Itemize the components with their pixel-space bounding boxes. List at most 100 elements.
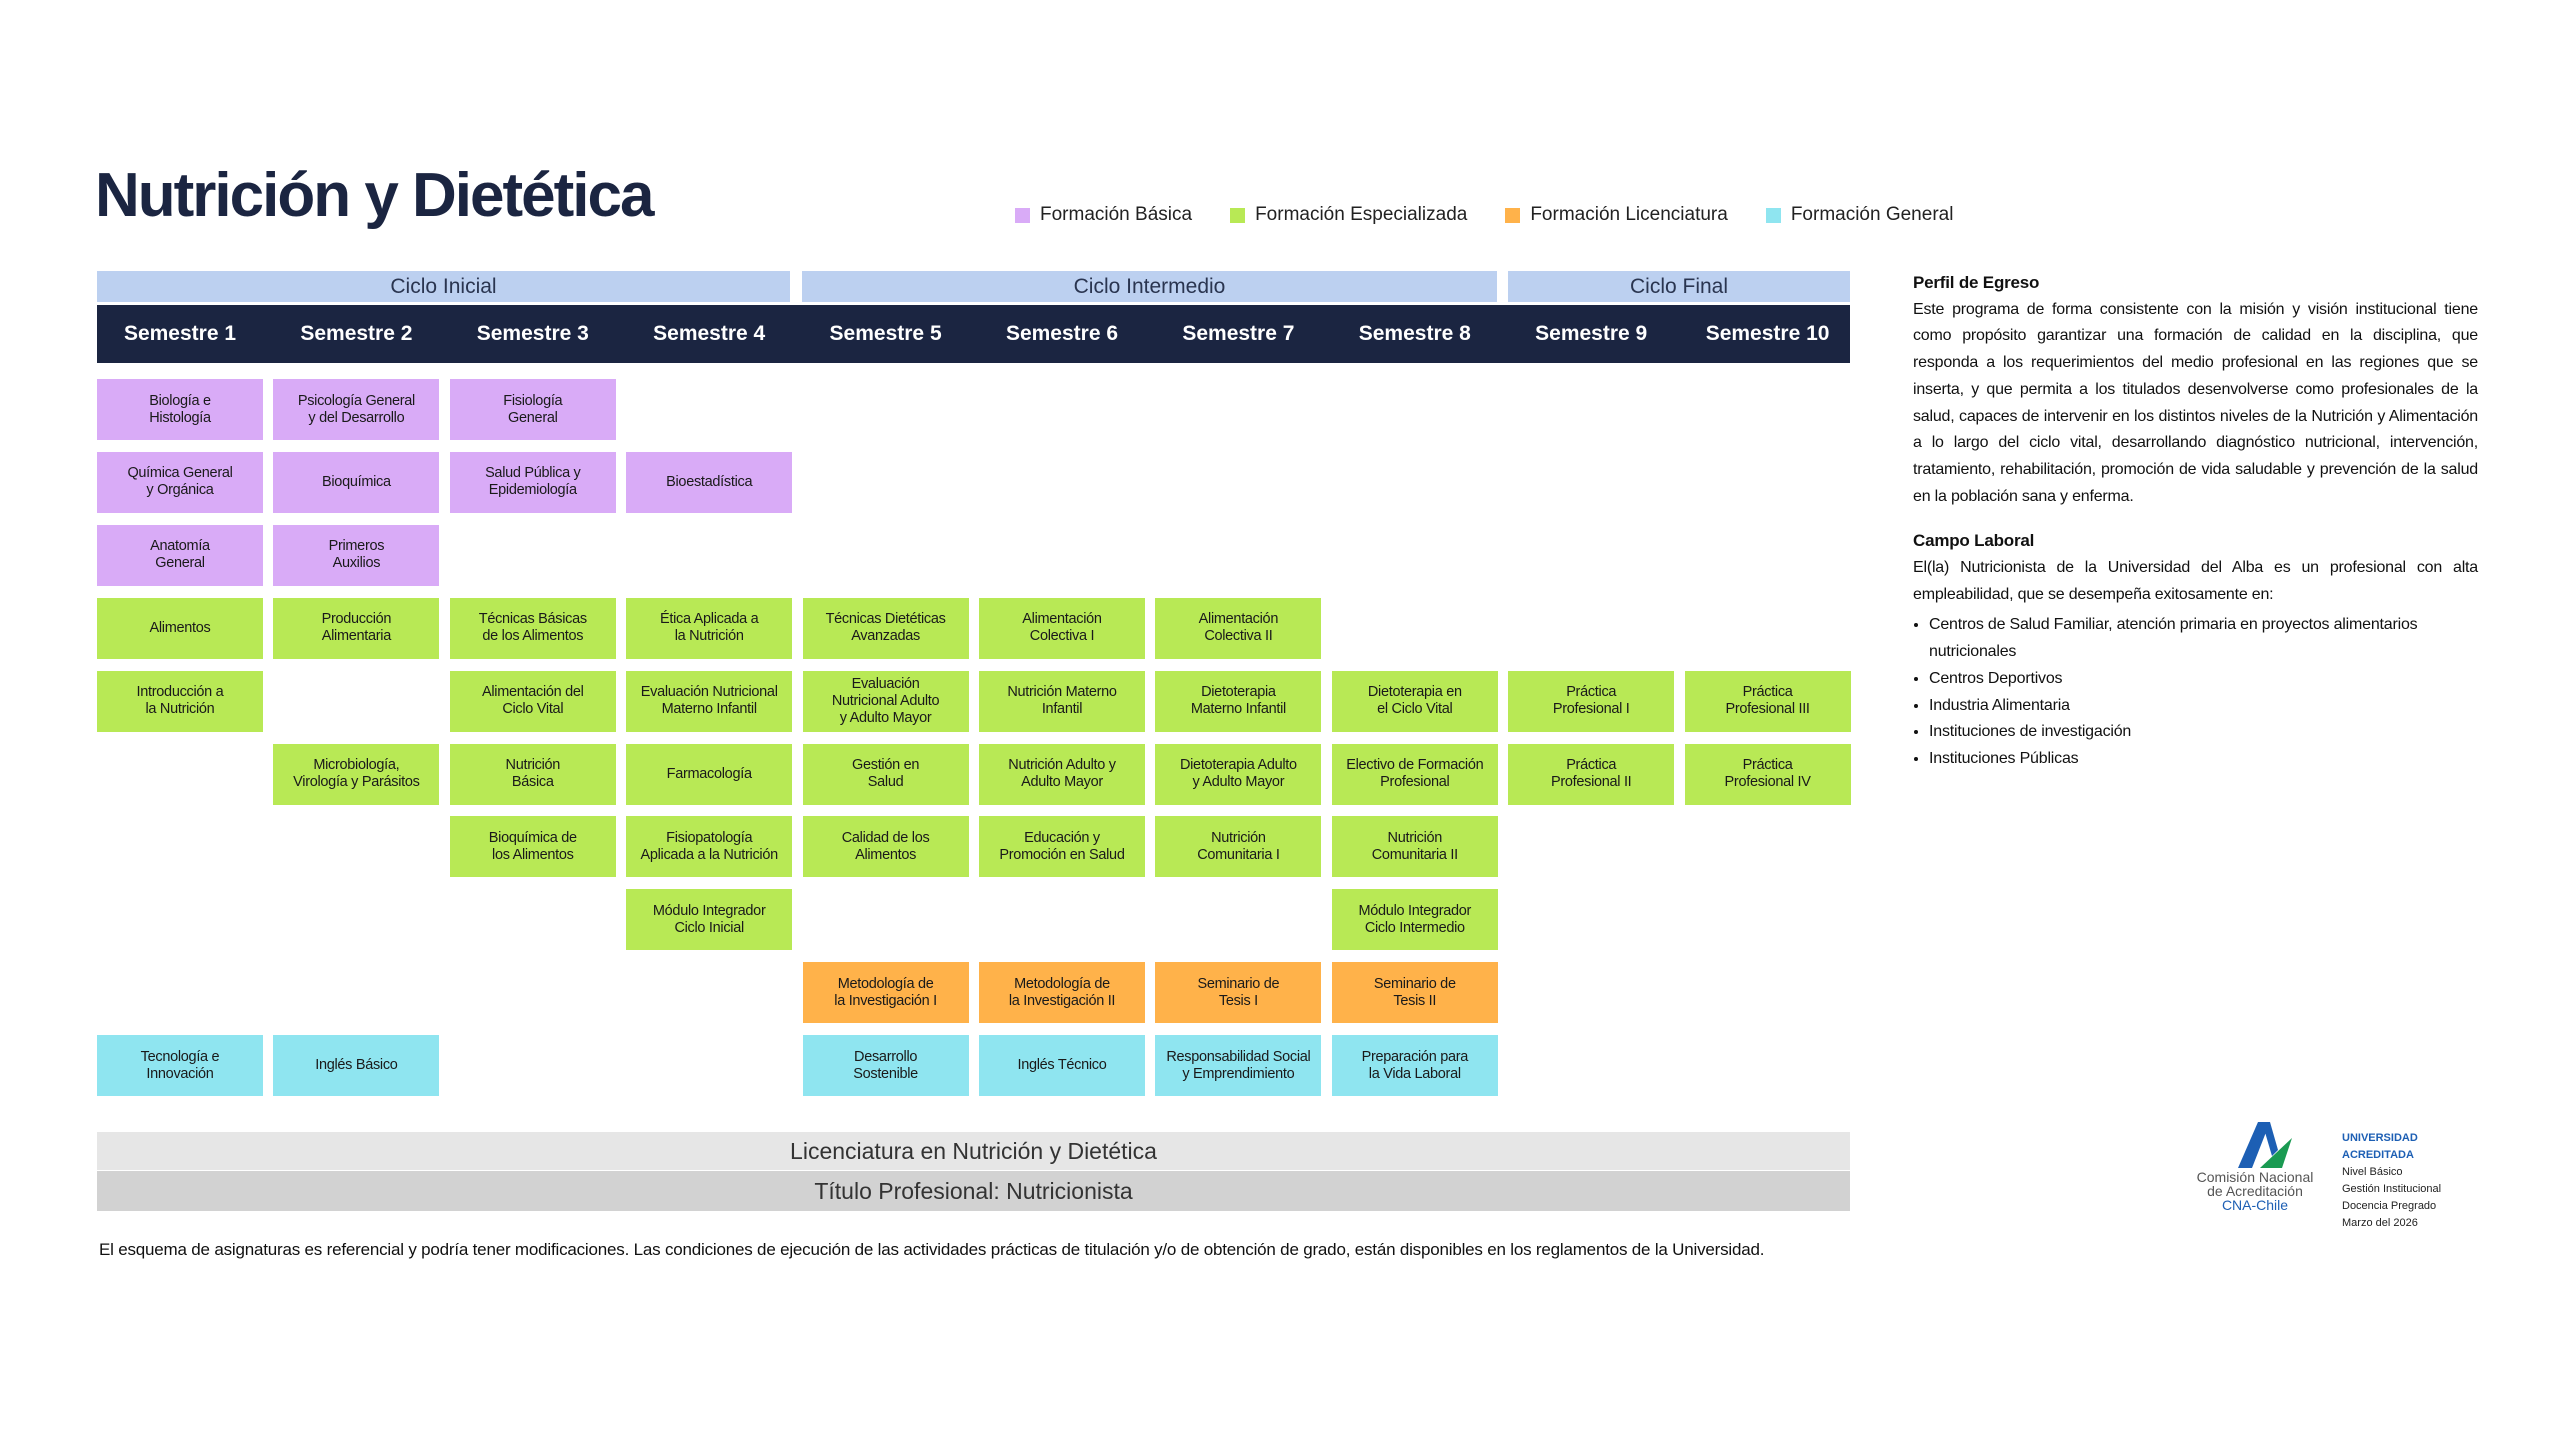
semester-7-header: Semestre 7 — [1182, 322, 1295, 345]
course-card: Alimentación Colectiva II — [1155, 597, 1322, 659]
course-card: Técnicas Dietéticas Avanzadas — [802, 597, 969, 659]
cycle-inicial: Ciclo Inicial — [97, 271, 790, 302]
list-item: Instituciones de investigación — [1929, 719, 2478, 746]
accreditation-line: Nivel Básico — [2342, 1166, 2403, 1178]
legend-label: Formación Especializada — [1255, 204, 1468, 225]
degree-licenciatura: Licenciatura en Nutrición y Dietética — [97, 1132, 1850, 1170]
list-item: Centros Deportivos — [1929, 666, 2478, 693]
cna-org-line: Comisión Nacional — [2196, 1169, 2314, 1185]
course-card: Práctica Profesional I — [1508, 670, 1675, 732]
semester-header: Semestre 1 Semestre 2 Semestre 3 Semestre 4… — [97, 305, 1850, 363]
course-card: Práctica Profesional II — [1508, 743, 1675, 805]
cna-org-line: de Acreditación — [2207, 1183, 2303, 1199]
course-card: Metodología de la Investigación I — [802, 962, 969, 1024]
accreditation-line: Docencia Pregrado — [2342, 1200, 2437, 1212]
semester-4-header: Semestre 4 — [653, 322, 766, 345]
course-card: Gestión en Salud — [802, 743, 969, 805]
legend-label: Formación Licenciatura — [1530, 204, 1728, 225]
accreditation-title: UNIVERSIDAD ACREDITADA — [2342, 1132, 2418, 1161]
cna-mark-icon — [2238, 1122, 2292, 1168]
course-card: Biología e Histología — [97, 379, 263, 440]
course-card: Producción Alimentaria — [273, 597, 440, 659]
course-card: Inglés Técnico — [979, 1035, 1145, 1097]
footnote: El esquema de asignaturas es referencial… — [99, 1240, 1765, 1259]
page-title: Nutrición y Dietética — [95, 161, 654, 230]
course-card: Nutrición Comunitaria I — [1155, 816, 1322, 878]
course-card: Nutrición Materno Infantil — [979, 670, 1145, 732]
course-card: Nutrición Comunitaria II — [1331, 816, 1498, 878]
legend-item-licenciatura: Formación Licenciatura — [1505, 204, 1728, 226]
course-card: Práctica Profesional III — [1684, 670, 1851, 732]
degree-titulo: Título Profesional: Nutricionista — [97, 1171, 1850, 1211]
accreditation-line: Gestión Institucional — [2342, 1183, 2442, 1195]
course-card: Módulo Integrador Ciclo Inicial — [626, 889, 793, 951]
campo-text: El(la) Nutricionista de la Universidad d… — [1913, 559, 2478, 603]
course-card: Ética Aplicada a la Nutrición — [626, 597, 793, 659]
legend-label: Formación Básica — [1040, 204, 1193, 225]
course-card: Dietoterapia Adulto y Adulto Mayor — [1155, 743, 1322, 805]
legend-item-general: Formación General — [1765, 204, 1954, 226]
perfil-heading: Perfil de Egreso — [1913, 273, 2040, 292]
course-card: Evaluación Nutricional Adulto y Adulto M… — [802, 670, 969, 732]
course-card: Fisiología General — [449, 379, 616, 440]
campo-heading: Campo Laboral — [1913, 531, 2035, 551]
course-card: Química General y Orgánica — [97, 451, 263, 513]
course-card: Nutrición Adulto y Adulto Mayor — [979, 743, 1145, 805]
course-card: Bioquímica — [273, 451, 440, 513]
course-card: Responsabilidad Social y Emprendimiento — [1155, 1035, 1322, 1097]
course-card: Educación y Promoción en Salud — [979, 816, 1145, 878]
accreditation-line: Marzo del 2026 — [2342, 1217, 2418, 1229]
course-card: Seminario de Tesis I — [1155, 962, 1322, 1024]
course-card: Metodología de la Investigación II — [979, 962, 1145, 1024]
course-card: Evaluación Nutricional Materno Infantil — [626, 670, 793, 732]
semester-8-header: Semestre 8 — [1358, 322, 1471, 345]
cycle-final: Ciclo Final — [1508, 271, 1850, 302]
semester-2-header: Semestre 2 — [300, 322, 413, 345]
cycle-intermedio: Ciclo Intermedio — [802, 271, 1497, 302]
course-card: Inglés Básico — [273, 1035, 440, 1097]
course-card: Desarrollo Sostenible — [802, 1035, 969, 1097]
course-card: Bioestadística — [626, 451, 793, 513]
course-card: Preparación para la Vida Laboral — [1331, 1035, 1498, 1097]
legend-item-especializada: Formación Especializada — [1230, 204, 1467, 226]
legend-label: Formación General — [1790, 204, 1954, 225]
semester-5-header: Semestre 5 — [829, 322, 942, 345]
course-card: Bioquímica de los Alimentos — [449, 816, 616, 878]
campo-list: Centros de Salud Familiar, atención prim… — [1913, 612, 2478, 772]
course-card: Salud Pública y Epidemiología — [449, 451, 616, 513]
course-card: Dietoterapia Materno Infantil — [1155, 670, 1322, 732]
course-card: Farmacología — [626, 743, 793, 805]
legend-swatch — [1015, 207, 1030, 223]
cna-org-line: CNA-Chile — [2221, 1197, 2289, 1213]
semester-10-header: Semestre 10 — [1705, 322, 1830, 345]
course-card: Calidad de los Alimentos — [802, 816, 969, 878]
course-card: Tecnología e Innovación — [97, 1035, 263, 1097]
course-card: Seminario de Tesis II — [1331, 962, 1498, 1024]
legend-swatch — [1230, 207, 1246, 223]
list-item: Instituciones Públicas — [1929, 746, 2478, 773]
course-card: Microbiología, Virología y Parásitos — [273, 743, 440, 805]
perfil-text: Este programa de forma consistente con l… — [1913, 300, 2478, 505]
legend-item-basica: Formación Básica — [1015, 204, 1192, 226]
cna-accreditation-logo: Comisión Nacional de Acreditación CNA-Ch… — [2190, 1120, 2480, 1230]
course-card: Dietoterapia en el Ciclo Vital — [1331, 670, 1498, 732]
course-card: Práctica Profesional IV — [1684, 743, 1851, 805]
semester-1-header: Semestre 1 — [123, 322, 237, 345]
course-card: Electivo de Formación Profesional — [1331, 743, 1498, 805]
legend-swatch — [1765, 207, 1781, 223]
course-card: Fisiopatología Aplicada a la Nutrición — [626, 816, 793, 878]
legend: Formación Básica Formación Especializada F… — [1015, 204, 1953, 226]
side-panel: Perfil de Egreso Este programa de forma … — [1913, 270, 2478, 773]
course-card: Técnicas Básicas de los Alimentos — [449, 597, 616, 659]
course-card: Anatomía General — [97, 524, 263, 586]
course-card: Introducción a la Nutrición — [97, 670, 263, 732]
semester-6-header: Semestre 6 — [1005, 322, 1119, 345]
course-card: Alimentación del Ciclo Vital — [449, 670, 616, 732]
semester-3-header: Semestre 3 — [476, 322, 589, 345]
list-item: Industria Alimentaria — [1929, 693, 2478, 720]
semester-9-header: Semestre 9 — [1535, 322, 1648, 345]
course-card: Nutrición Básica — [449, 743, 616, 805]
list-item: Centros de Salud Familiar, atención prim… — [1929, 612, 2478, 665]
course-card: Alimentos — [97, 597, 263, 659]
course-card: Primeros Auxilios — [273, 524, 440, 586]
